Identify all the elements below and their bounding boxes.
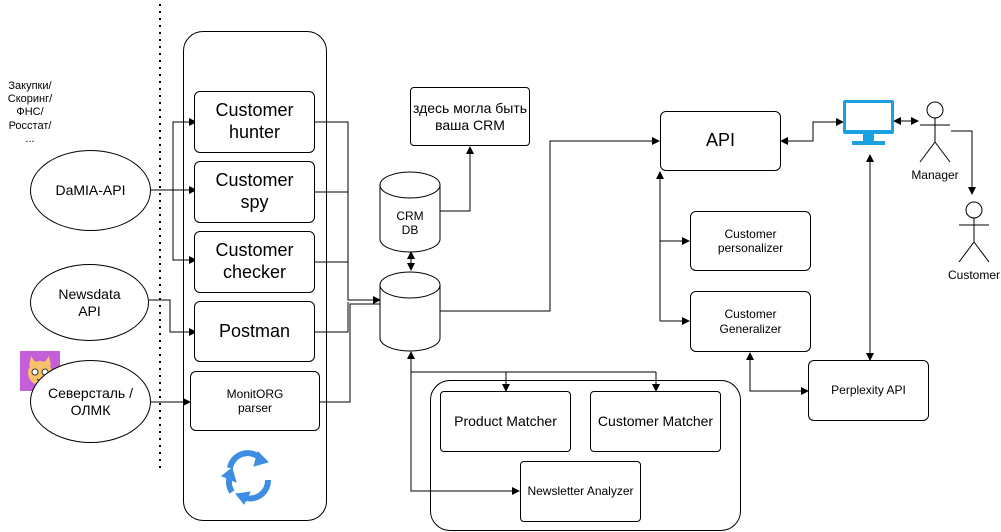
customer-matcher-box[interactable]: Customer Matcher: [590, 391, 721, 452]
customer-generalizer-box[interactable]: Customer Generalizer: [690, 291, 811, 352]
postman-box[interactable]: Postman: [194, 301, 315, 362]
customer-hunter-box[interactable]: Customer hunter: [194, 91, 315, 153]
crm-db-cylinder: [379, 171, 441, 253]
crm-db-label: CRM DB: [396, 209, 424, 238]
manager-customer-connector: [951, 130, 976, 195]
monitor-icon: [843, 100, 894, 145]
crmdb-to-crm-connector: [440, 146, 474, 212]
customer-checker-box[interactable]: Customer checker: [194, 231, 315, 293]
matchers-container: [430, 380, 741, 531]
api-monitor-connector: [780, 118, 844, 145]
crm-placeholder-box[interactable]: здесь могла быть ваша CRM: [410, 87, 530, 146]
api-box[interactable]: API: [660, 111, 781, 171]
newsdata-api-node[interactable]: Newsdata API: [30, 264, 149, 341]
perplexity-api-box[interactable]: Perplexity API: [808, 360, 929, 421]
db-to-api-connector: [440, 137, 660, 312]
api-to-personalization-connector: [656, 171, 690, 325]
data-sources-note: Закупки/ Скоринг/ ФНС/ Росстат/ ...: [7, 80, 53, 145]
modules-container: [183, 31, 327, 521]
newsletter-analyzer-box[interactable]: Newsletter Analyzer: [520, 461, 641, 522]
customer-spy-box[interactable]: Customer spy: [194, 161, 315, 223]
recycle-icon: [221, 450, 271, 505]
generalizer-perplexity-connector: [746, 352, 809, 395]
manager-label: Manager: [911, 168, 959, 182]
customer-label: Customer: [947, 268, 1000, 282]
product-matcher-box[interactable]: Product Matcher: [440, 391, 571, 452]
customer-personalizer-box[interactable]: Customer personalizer: [690, 211, 811, 271]
central-db-cylinder: [379, 271, 441, 352]
customer-stick-figure-icon: [958, 201, 990, 263]
manager-stick-figure-icon: [919, 101, 951, 163]
damia-to-modules-connector: [151, 118, 197, 264]
monitorg-parser-box[interactable]: MonitORG parser: [190, 371, 320, 431]
severstal-olmk-node[interactable]: Северсталь / ОЛМК: [30, 360, 151, 443]
db-matchers-connector: [407, 351, 660, 495]
damia-api-node[interactable]: DaMIA-API: [30, 150, 151, 231]
